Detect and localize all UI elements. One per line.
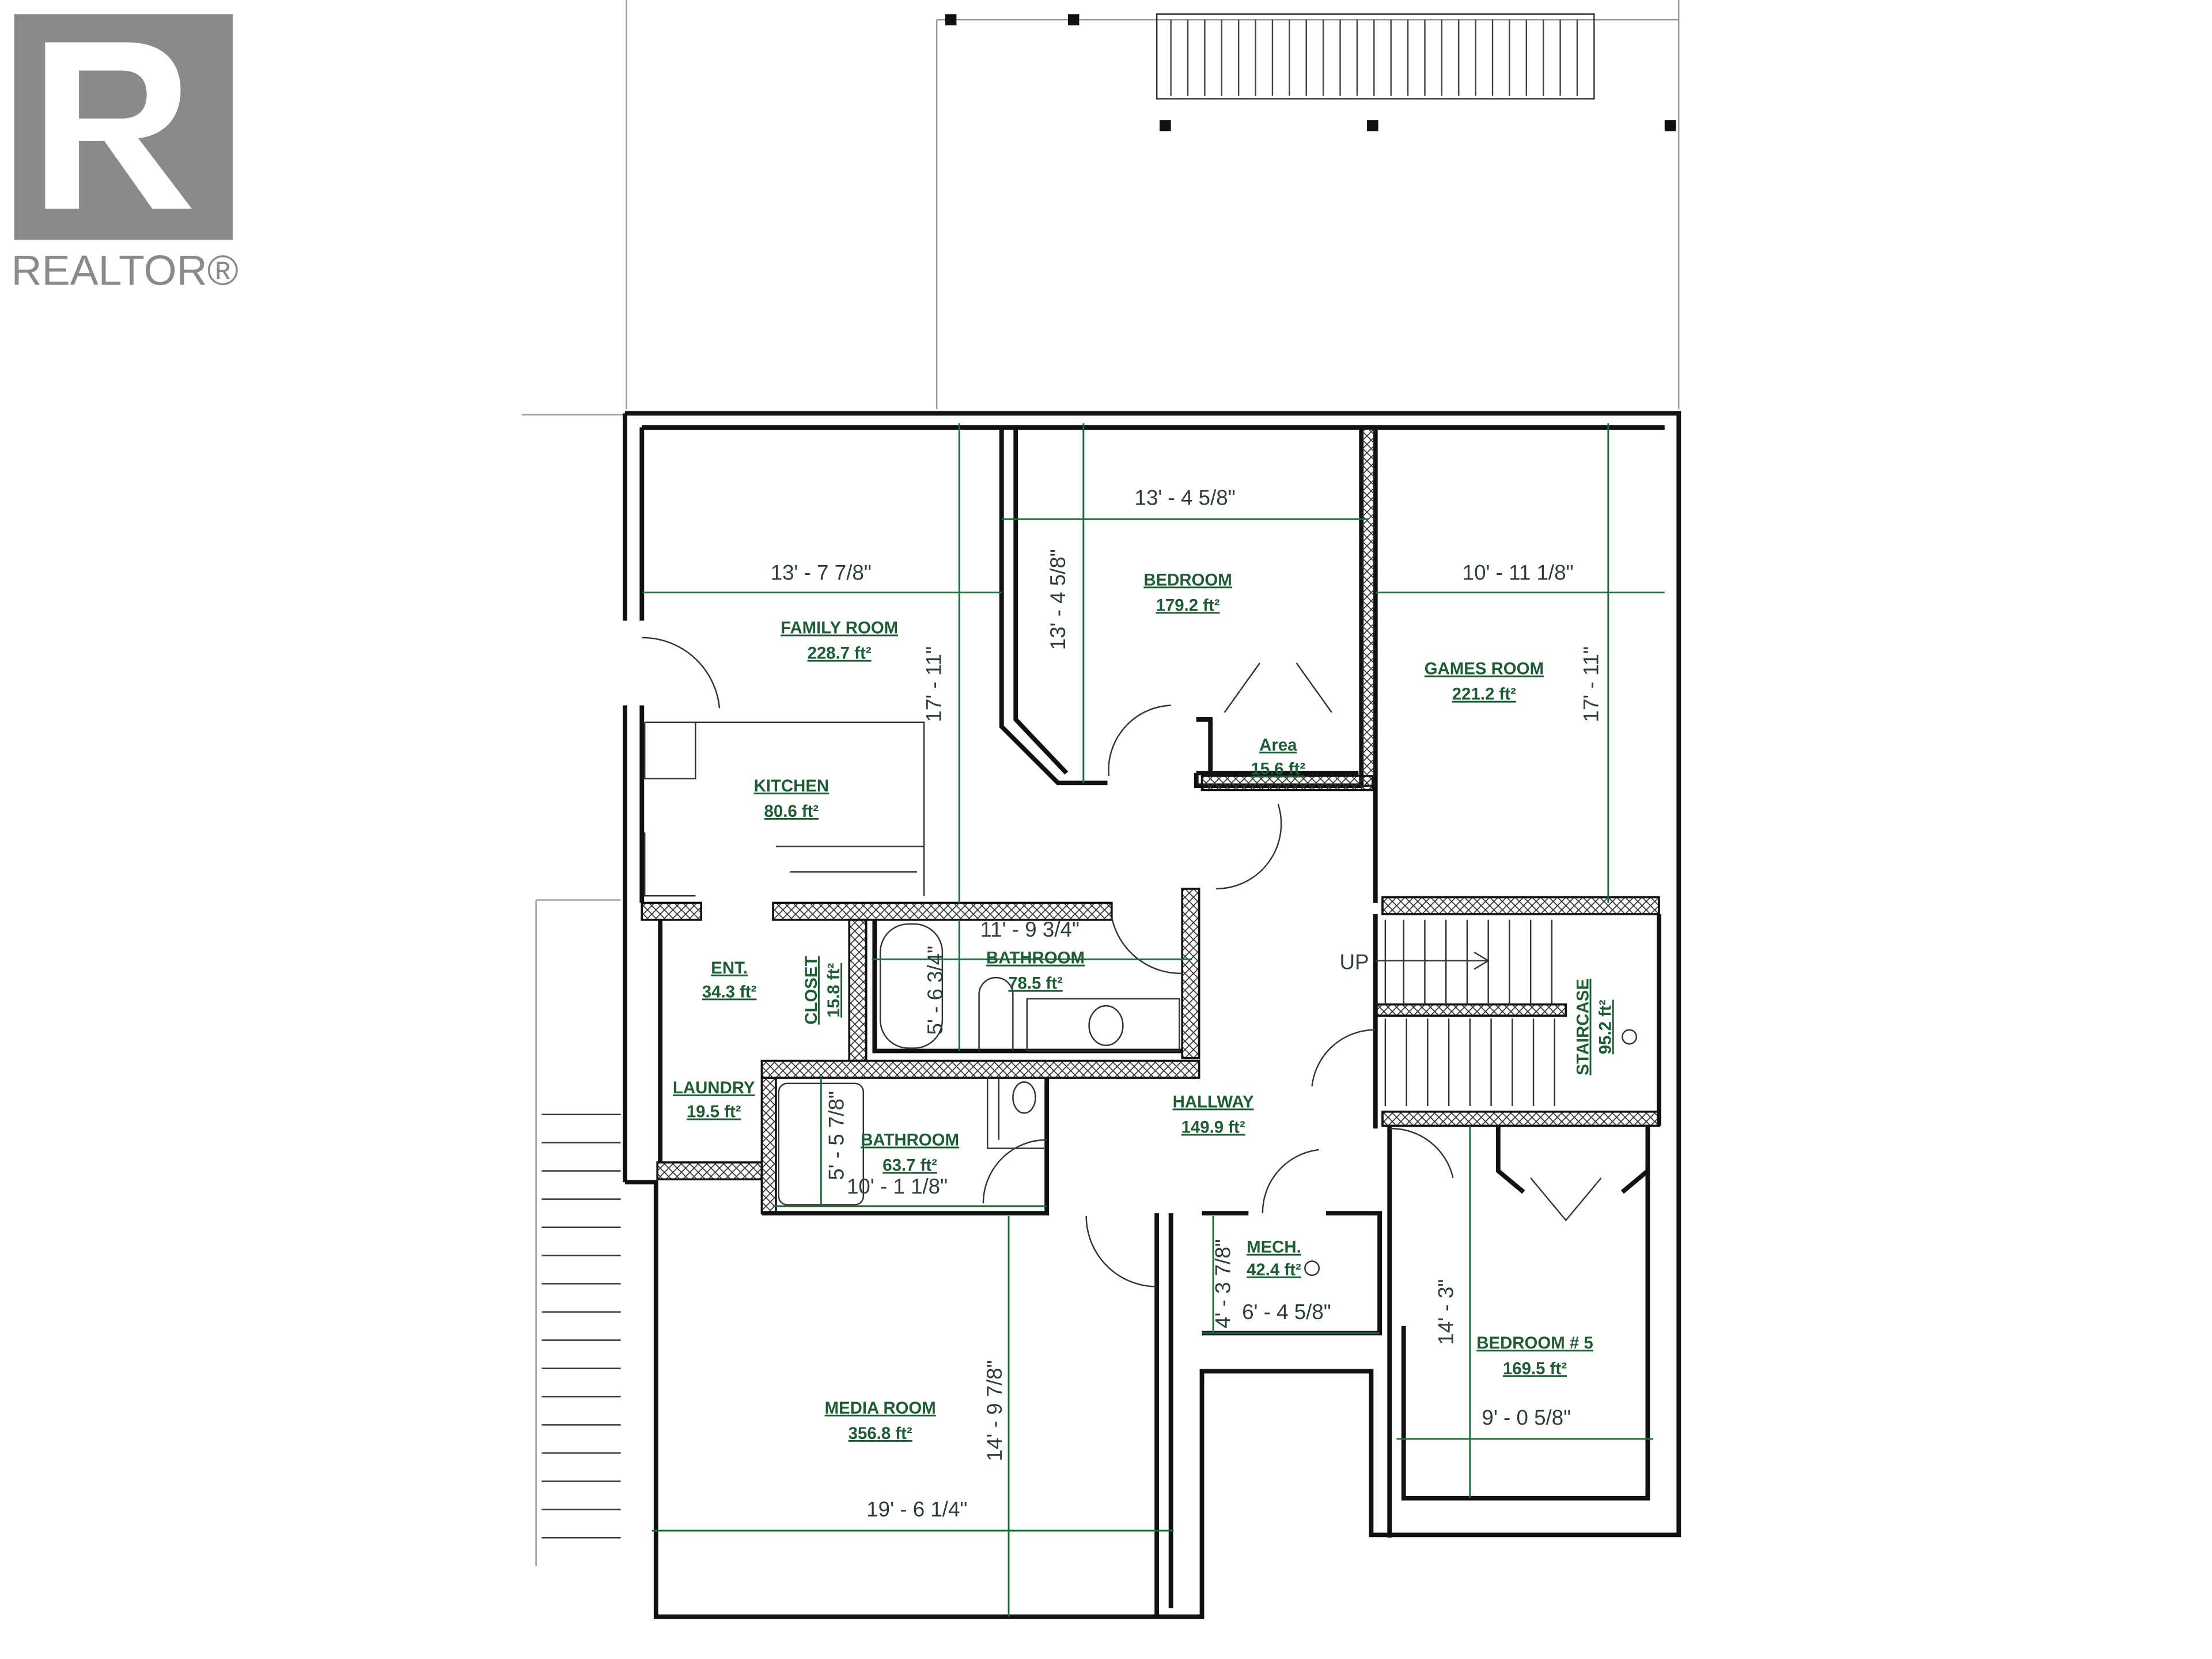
room-family-room-area: 228.7 ft² (808, 644, 872, 663)
room-closet-area: 15.8 ft² (824, 963, 843, 1018)
dimension-lines (642, 423, 1665, 1617)
dimension-labels: 13' - 7 7/8" 13' - 4 5/8" 10' - 11 1/8" … (771, 486, 1603, 1521)
room-kitchen-name: KITCHEN (754, 777, 830, 796)
dim-bath-upper-width: 11' - 9 3/4" (980, 918, 1080, 941)
room-mech-area: 42.4 ft² (1247, 1260, 1301, 1279)
room-hallway-name: HALLWAY (1173, 1092, 1254, 1111)
room-hallway-area: 149.9 ft² (1181, 1118, 1245, 1137)
room-laundry-name: LAUNDRY (673, 1078, 755, 1097)
room-ent-name: ENT. (711, 959, 748, 978)
room-laundry-area: 19.5 ft² (687, 1103, 741, 1122)
dim-media-height: 14' - 9 7/8" (983, 1360, 1006, 1461)
room-bathroom-upper-area: 78.5 ft² (1008, 974, 1063, 993)
walls (622, 411, 1681, 1619)
stairs-up-label: UP (1340, 950, 1369, 974)
dim-bath-upper-height: 5' - 6 3/4" (923, 946, 947, 1035)
dim-family-width: 13' - 7 7/8" (771, 561, 872, 585)
dim-games-height: 17' - 11" (1580, 646, 1603, 722)
room-media-room-name: MEDIA ROOM (825, 1399, 936, 1418)
dim-bed5-height: 14' - 3" (1434, 1279, 1457, 1345)
room-kitchen-area: 80.6 ft² (764, 802, 819, 821)
room-bedroom-area: 179.2 ft² (1156, 596, 1220, 615)
fixtures (642, 637, 1638, 1287)
room-bedroom5-name: BEDROOM # 5 (1476, 1334, 1593, 1353)
room-media-room-area: 356.8 ft² (849, 1424, 912, 1443)
room-labels: FAMILY ROOM 228.7 ft² KITCHEN 80.6 ft² B… (673, 570, 1615, 1443)
room-ent-area: 34.3 ft² (702, 982, 757, 1001)
room-mech-name: MECH. (1247, 1238, 1301, 1257)
dim-bedroom-width: 13' - 4 5/8" (1135, 486, 1236, 510)
dim-bath-lower-width: 10' - 1 1/8" (847, 1175, 948, 1198)
dim-media-width: 19' - 6 1/4" (866, 1498, 967, 1521)
room-bedroom5-area: 169.5 ft² (1503, 1359, 1567, 1378)
realtor-logo: REALTOR® (12, 14, 238, 294)
room-games-room-area: 221.2 ft² (1452, 685, 1516, 704)
dim-mech-height: 4' - 3 7/8" (1211, 1239, 1235, 1328)
dim-family-height: 17' - 11" (922, 646, 945, 722)
room-staircase-area: 95.2 ft² (1596, 999, 1615, 1054)
room-games-room-name: GAMES ROOM (1425, 660, 1544, 679)
dim-bedroom-height: 13' - 4 5/8" (1046, 549, 1070, 650)
dim-games-width: 10' - 11 1/8" (1463, 561, 1574, 585)
room-bathroom-upper-name: BATHROOM (986, 949, 1085, 968)
room-bathroom-lower-area: 63.7 ft² (882, 1156, 937, 1175)
realtor-logo-text: REALTOR® (12, 247, 238, 294)
room-staircase-name: STAIRCASE (1574, 979, 1593, 1075)
room-bathroom-lower-name: BATHROOM (861, 1131, 959, 1150)
dim-mech-width: 6' - 4 5/8" (1242, 1300, 1331, 1324)
dim-bed5-width: 9' - 0 5/8" (1482, 1406, 1571, 1429)
room-area-name: Area (1259, 736, 1297, 755)
room-family-room-name: FAMILY ROOM (781, 619, 898, 638)
room-area-area: 15.6 ft² (1251, 759, 1305, 778)
room-closet-name: CLOSET (802, 956, 821, 1025)
room-bedroom-name: BEDROOM (1143, 570, 1232, 589)
dim-bath-lower-height: 5' - 5 7/8" (824, 1091, 848, 1180)
deck (522, 0, 1680, 1566)
